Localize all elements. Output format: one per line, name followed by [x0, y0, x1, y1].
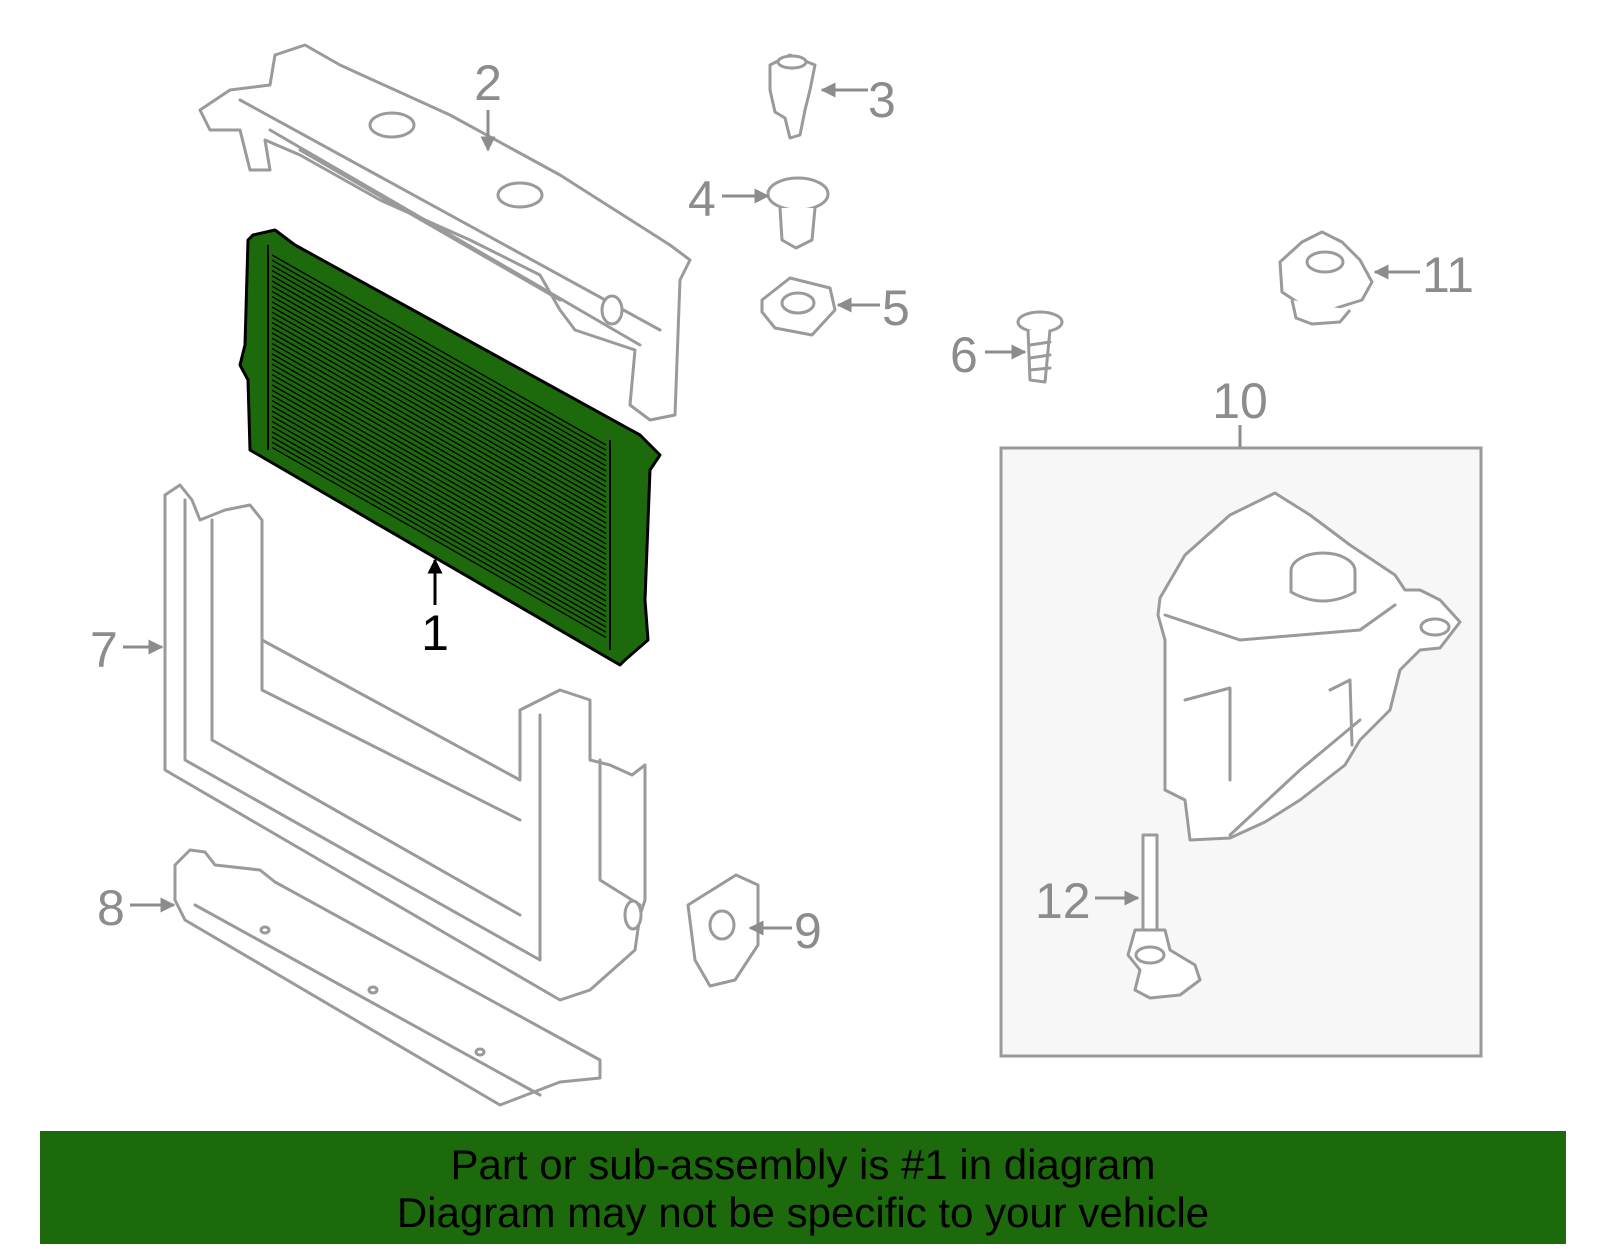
- bracket-part-9: [686, 873, 760, 988]
- radiator-fin-line: [271, 311, 607, 503]
- radiator-fin-line: [271, 342, 607, 534]
- upper-support-bracket: [198, 43, 692, 422]
- radiator-fin-line: [271, 368, 607, 560]
- radiator-fin-line: [271, 379, 607, 571]
- screw-part-6: [1016, 310, 1064, 384]
- radiator-fin-line: [271, 358, 607, 550]
- radiator-fin-line: [271, 280, 607, 472]
- radiator-fins: [271, 254, 607, 638]
- callout-7: 7: [90, 622, 118, 678]
- radiator-fin-line: [271, 306, 607, 498]
- callout-8: 8: [97, 880, 125, 936]
- callout-1: 1: [421, 605, 449, 661]
- radiator: [238, 228, 662, 667]
- radiator-fin-line: [271, 441, 607, 633]
- callout-5: 5: [882, 280, 910, 336]
- cap-part-11: [1278, 230, 1374, 326]
- radiator-fin-line: [271, 426, 607, 618]
- callout-3: 3: [868, 72, 896, 128]
- radiator-fin-line: [271, 415, 607, 607]
- radiator-fin-line: [271, 400, 607, 592]
- radiator-fin-line: [271, 389, 607, 581]
- clip-part-3: [768, 53, 817, 140]
- callout-9: 9: [794, 903, 822, 959]
- callout-2: 2: [474, 55, 502, 111]
- radiator-fin-line: [271, 410, 607, 602]
- callout-6: 6: [950, 327, 978, 383]
- radiator-fin-line: [271, 296, 607, 488]
- radiator-fin-line: [271, 264, 607, 456]
- level-sensor-part-12: [1126, 833, 1202, 1000]
- radiator-fin-line: [271, 301, 607, 493]
- radiator-fin-line: [271, 322, 607, 514]
- radiator-fin-line: [271, 337, 607, 529]
- radiator-fin-line: [271, 405, 607, 597]
- push-pin-part-4: [766, 176, 830, 250]
- radiator-fin-line: [271, 436, 607, 628]
- radiator-fin-line: [271, 348, 607, 540]
- radiator-fin-line: [271, 254, 607, 446]
- radiator-fin-line: [271, 374, 607, 566]
- radiator-fin-line: [271, 316, 607, 508]
- radiator-frame: [163, 483, 647, 1002]
- radiator-fin-line: [271, 384, 607, 576]
- callout-11: 11: [1422, 247, 1474, 303]
- radiator-fin-line: [271, 332, 607, 524]
- radiator-fin-line: [271, 446, 607, 638]
- radiator-fin-line: [271, 420, 607, 612]
- banner-line-1: Part or sub-assembly is #1 in diagram: [450, 1141, 1156, 1188]
- callout-4: 4: [688, 171, 716, 227]
- radiator-fin-line: [271, 363, 607, 555]
- radiator-fin-line: [271, 353, 607, 545]
- radiator-fin-line: [271, 327, 607, 519]
- banner-line-2: Diagram may not be specific to your vehi…: [396, 1189, 1210, 1236]
- expansion-tank: [1156, 491, 1462, 842]
- radiator-fin-line: [271, 394, 607, 586]
- grommet-part-5: [760, 276, 837, 337]
- callout-10: 10: [1212, 373, 1268, 429]
- radiator-fin-line: [271, 290, 607, 482]
- callout-12: 12: [1035, 873, 1091, 929]
- radiator-fin-line: [271, 270, 607, 462]
- radiator-fin-line: [271, 431, 607, 623]
- radiator-fin-line: [271, 285, 607, 477]
- radiator-fin-line: [271, 275, 607, 467]
- lower-shield: [173, 848, 602, 1107]
- info-banner: Part or sub-assembly is #1 in diagram Di…: [40, 1131, 1566, 1244]
- radiator-fin-line: [271, 259, 607, 451]
